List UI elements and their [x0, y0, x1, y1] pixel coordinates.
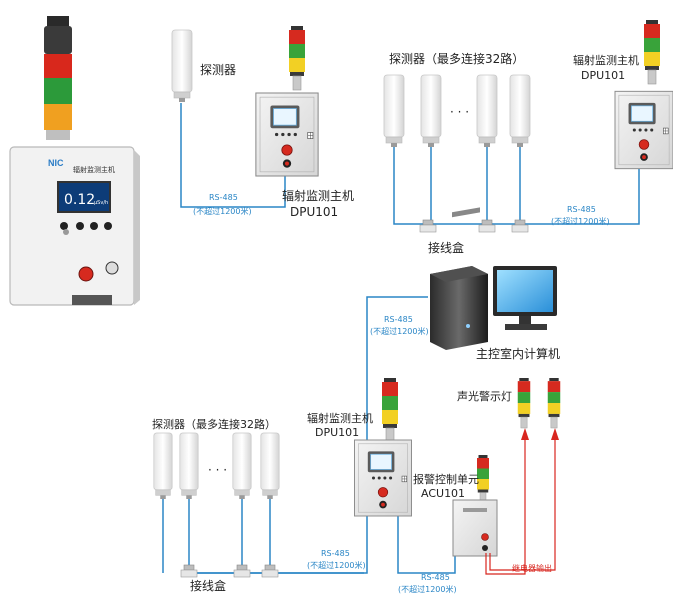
top-left-system: 探测器 RS-485 (不超过1200米) 辐射监测主机 DPU101	[171, 25, 354, 219]
computer-section: 主控室内计算机 RS-485 (不超过1200米)	[185, 207, 560, 574]
top-right-cables	[393, 147, 640, 225]
bottom-tower-light	[381, 377, 399, 443]
photo-panel-title: 辐射监测主机	[73, 165, 115, 174]
bottom-ellipsis: · · ·	[208, 463, 227, 477]
top-right-detector-3	[476, 74, 498, 148]
top-left-host-box	[255, 92, 319, 177]
top-right-host-box	[614, 90, 673, 170]
bottom-cable1-note: (不超过1200米)	[307, 560, 366, 570]
photo-key-switch	[105, 261, 119, 275]
top-right-cable-note: (不超过1200米)	[551, 216, 610, 226]
top-right-junction-2	[478, 219, 496, 233]
top-left-tower-light	[288, 25, 306, 91]
acu-label: 报警控制单元	[413, 472, 479, 486]
relay-label: 继电器输出	[512, 563, 552, 573]
computer-cable-label: RS-485	[384, 315, 413, 324]
photo-bottom-connectors	[72, 295, 112, 305]
photo-cabinet: NIC 辐射监测主机 0.12 μSv/h	[9, 146, 140, 306]
photo-display-value: 0.12	[64, 192, 95, 208]
bottom-host-label: 辐射监测主机	[307, 411, 373, 425]
photo-display	[57, 181, 111, 213]
bottom-detector-3	[232, 432, 252, 500]
bottom-junction-label: 接线盒	[190, 578, 226, 593]
photo-unit: NIC 辐射监测主机 0.12 μSv/h	[9, 16, 140, 306]
photo-button-3	[90, 222, 98, 230]
bottom-detector-1	[153, 432, 173, 500]
top-left-detector-label: 探测器	[200, 63, 236, 77]
photo-display-unit: μSv/h	[94, 200, 108, 206]
top-left-cable-note: (不超过1200米)	[193, 206, 252, 216]
acu-box	[452, 499, 498, 557]
top-left-cable	[180, 103, 286, 208]
bottom-junction-1	[180, 564, 198, 578]
relay-wires	[485, 428, 559, 575]
bottom-cable2-label: RS-485	[421, 573, 450, 582]
pc-monitor	[493, 266, 557, 330]
alarm-light-2	[547, 377, 561, 429]
acu-model: ACU101	[421, 487, 465, 500]
photo-button-1	[60, 222, 68, 230]
top-left-cable-label: RS-485	[209, 193, 238, 202]
photo-red-button	[78, 266, 94, 282]
bottom-cable2-note: (不超过1200米)	[398, 584, 457, 594]
bottom-detector-label: 探测器（最多连接32路）	[152, 417, 276, 431]
top-right-tower-light	[643, 19, 661, 85]
bottom-cable1-label: RS-485	[321, 549, 350, 558]
bottom-detector-2	[179, 432, 199, 500]
top-right-ellipsis: · · ·	[450, 105, 469, 119]
top-right-host-model: DPU101	[581, 69, 625, 82]
top-right-system: · · · 探测器（最多连接32路） 接线盒 辐射监测主机 DPU101 RS-…	[383, 19, 673, 255]
bottom-cables	[162, 497, 456, 574]
top-right-detector-1	[383, 74, 405, 148]
bottom-junction-3	[261, 564, 279, 578]
top-right-junction-3	[511, 219, 529, 233]
alarm-light-label: 声光警示灯	[457, 389, 512, 403]
pc-tower	[430, 207, 488, 350]
photo-tower-light	[44, 16, 72, 140]
bottom-host-model: DPU101	[315, 426, 359, 439]
top-left-host-model: DPU101	[290, 205, 338, 219]
computer-label: 主控室内计算机	[476, 346, 560, 361]
top-right-junction-1	[419, 219, 437, 233]
photo-button-4	[104, 222, 112, 230]
top-left-host-label: 辐射监测主机	[282, 188, 354, 203]
bottom-system: · · · 探测器（最多连接32路） 接线盒 RS-485 (不超过1200米)…	[152, 377, 561, 594]
top-left-detector	[171, 29, 193, 103]
top-right-junction-label: 接线盒	[428, 240, 464, 255]
top-right-host-label: 辐射监测主机	[573, 53, 639, 67]
top-right-cable-label: RS-485	[567, 205, 596, 214]
bottom-detector-4	[260, 432, 280, 500]
photo-button-2	[76, 222, 84, 230]
photo-brand: NIC	[48, 158, 64, 168]
bottom-host-box	[354, 439, 412, 517]
computer-cable-note: (不超过1200米)	[370, 326, 429, 336]
bottom-junction-2	[233, 564, 251, 578]
top-right-detector-label: 探测器（最多连接32路）	[389, 51, 524, 66]
photo-gauge	[63, 229, 69, 235]
top-right-detector-4	[509, 74, 531, 148]
alarm-light-1	[517, 377, 531, 429]
top-right-detector-2	[420, 74, 442, 148]
